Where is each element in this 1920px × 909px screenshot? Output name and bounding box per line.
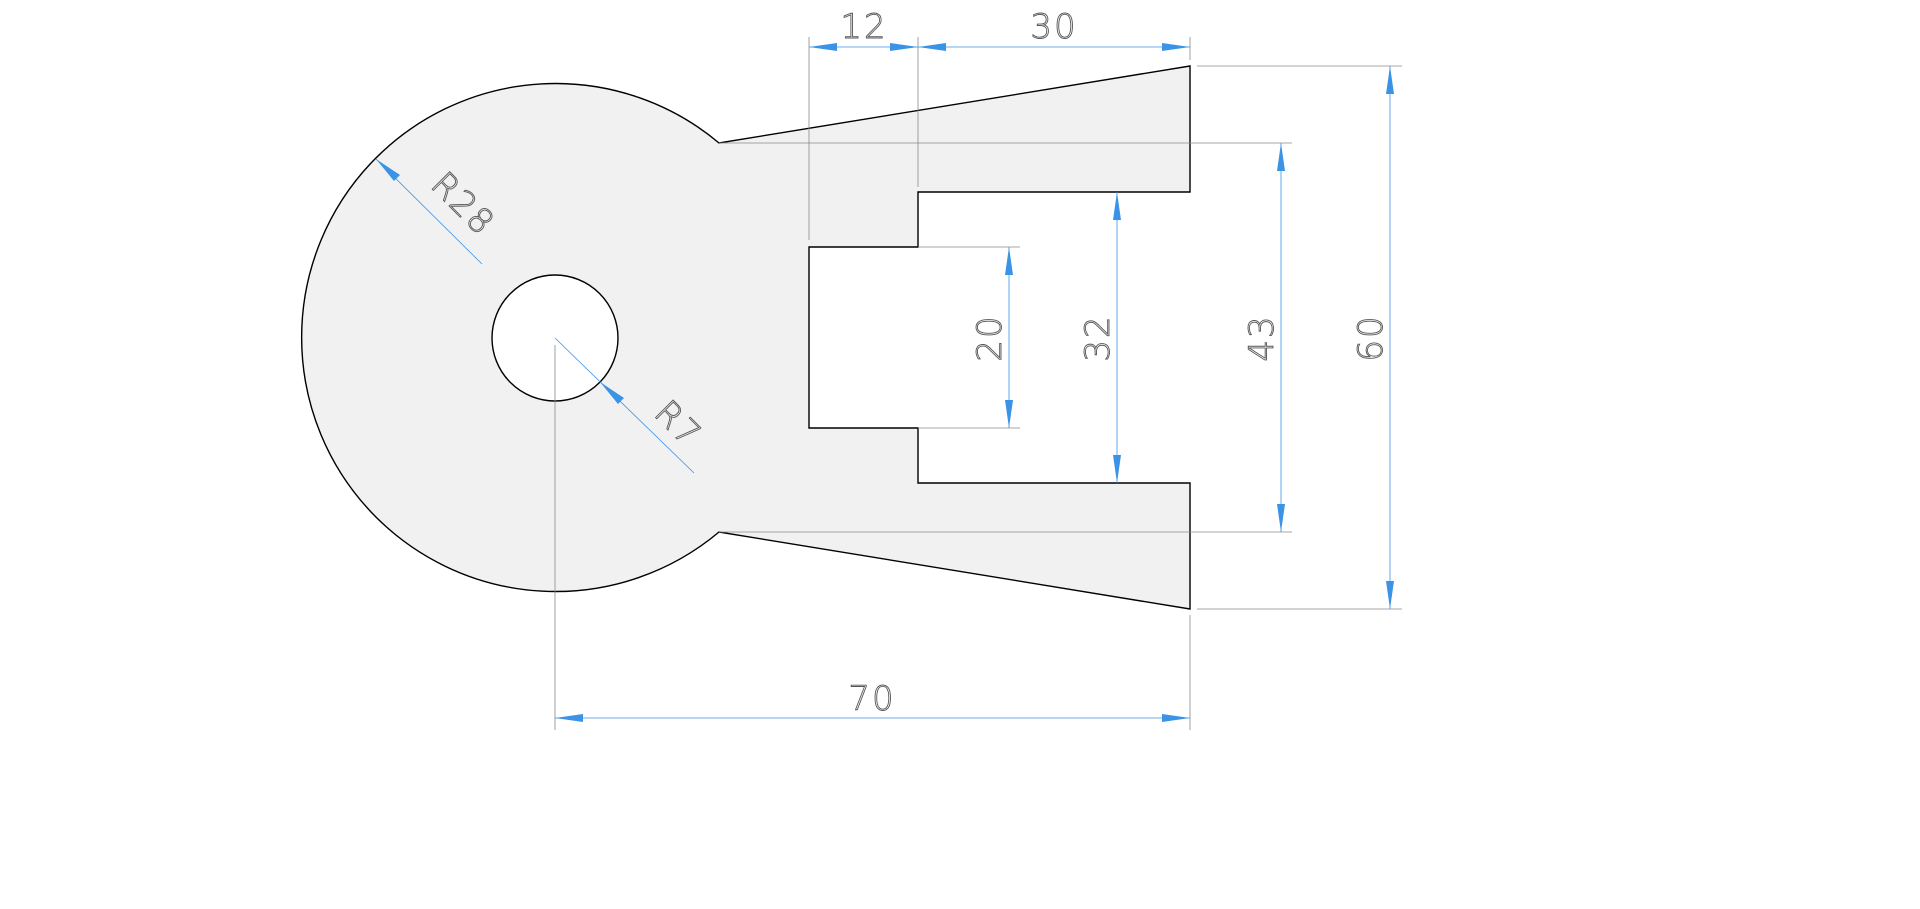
arrow-icon	[1162, 43, 1190, 51]
arrow-icon	[1005, 400, 1013, 428]
dimension-label: 30	[1030, 7, 1077, 47]
dimension-43[interactable]: 43	[1242, 143, 1285, 532]
arrow-icon	[1277, 143, 1285, 171]
dimension-12[interactable]: 12	[809, 7, 918, 51]
dimension-label: 12	[840, 7, 887, 47]
dimension-20[interactable]: 20	[970, 247, 1013, 428]
arrow-icon	[1277, 504, 1285, 532]
arrow-icon	[918, 43, 946, 51]
arrow-icon	[1386, 581, 1394, 609]
dimension-label: 70	[848, 679, 895, 719]
arrow-icon	[600, 382, 624, 404]
arrow-icon	[1113, 192, 1121, 220]
arrow-icon	[1113, 455, 1121, 483]
dimension-label: 20	[970, 314, 1010, 361]
arrow-icon	[809, 43, 837, 51]
part-outline	[301, 65, 1191, 610]
dimension-label: 32	[1078, 314, 1118, 361]
extension-lines	[554, 37, 1402, 730]
arrow-icon	[1386, 66, 1394, 94]
arrow-icon	[1005, 247, 1013, 275]
arrow-icon	[1162, 714, 1190, 722]
dimension-32[interactable]: 32	[1078, 192, 1121, 483]
dimension-70[interactable]: 70	[555, 679, 1190, 722]
dimension-30[interactable]: 30	[918, 7, 1190, 51]
dimension-60[interactable]: 60	[1351, 66, 1394, 609]
arrow-icon	[890, 43, 918, 51]
dimension-label: 60	[1351, 314, 1391, 361]
arrow-icon	[376, 159, 400, 181]
dimension-label: 43	[1242, 314, 1282, 361]
arrow-icon	[555, 714, 583, 722]
